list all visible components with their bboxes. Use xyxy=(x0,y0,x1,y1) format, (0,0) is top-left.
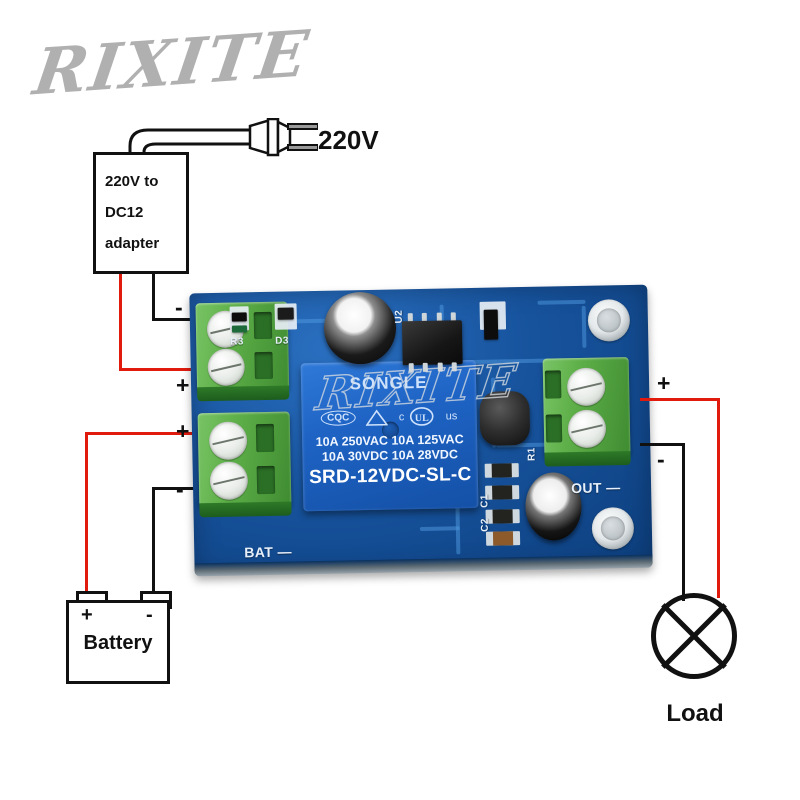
relay-module-photo: SONGLE CQC c UL us 10A 250VAC 10A 125VA xyxy=(183,279,659,585)
pcb-trace xyxy=(537,299,586,305)
brand-watermark: RIXITE xyxy=(28,16,315,111)
battery-label: Battery xyxy=(83,632,153,654)
output-negative-sign: - xyxy=(657,446,665,472)
wire-battery-negative-horizontal xyxy=(152,487,210,490)
adapter-line-2: DC12 xyxy=(105,204,144,222)
battery-terminal-wire-slot xyxy=(256,465,276,495)
adapter-line-3: adapter xyxy=(105,235,160,253)
output-terminal-wire-slot xyxy=(544,370,562,399)
mounting-hole-bottom-right xyxy=(591,506,635,550)
relay-rating-line-2: 10A 30VDC 10A 28VDC xyxy=(321,447,459,464)
wire-load-positive-vertical xyxy=(717,398,720,598)
load-label: Load xyxy=(666,700,724,727)
output-positive-sign: + xyxy=(657,370,671,396)
wire-adapter-negative-vertical xyxy=(152,274,155,320)
input-terminal-screw-positive[interactable] xyxy=(207,348,246,387)
relay-component: SONGLE CQC c UL us 10A 250VAC 10A 125VA xyxy=(300,359,479,512)
output-terminal-wire-slot xyxy=(545,414,563,443)
wire-battery-negative-vertical xyxy=(152,487,155,604)
battery-terminal-screw-positive[interactable] xyxy=(208,421,248,461)
input-negative-sign: - xyxy=(175,294,183,320)
battery-terminal-block[interactable] xyxy=(197,411,292,518)
input-terminal-wire-slot xyxy=(254,351,273,380)
mains-voltage-label: 220V xyxy=(318,125,379,155)
relay-part-number: SRD-12VDC-SL-C xyxy=(308,464,472,489)
battery-body xyxy=(66,600,170,684)
silkscreen-r1: R1 xyxy=(526,447,538,461)
wire-load-negative-horizontal xyxy=(640,443,685,446)
wire-adapter-positive-vertical xyxy=(119,274,122,370)
transistor-component xyxy=(483,309,499,340)
ac-power-plug-icon xyxy=(128,118,318,184)
output-terminal-screw-positive[interactable] xyxy=(566,367,606,407)
output-terminal-screw-negative[interactable] xyxy=(567,409,607,449)
wire-load-positive-horizontal xyxy=(640,398,720,401)
ul-mark-suffix: us xyxy=(445,409,458,423)
mounting-hole-top-right xyxy=(587,298,631,342)
input-terminal-skirt xyxy=(197,385,290,402)
lamp-icon xyxy=(651,593,737,679)
battery-terminal-skirt xyxy=(199,501,292,518)
wire-load-negative-vertical xyxy=(682,443,685,601)
battery-terminal-wire-slot xyxy=(255,423,275,453)
d3-component xyxy=(277,307,294,320)
input-terminal-wire-slot xyxy=(253,311,273,340)
output-terminal-skirt xyxy=(544,450,631,467)
battery-terminal-screw-negative[interactable] xyxy=(209,461,249,501)
r3-component-b xyxy=(231,325,248,333)
battery-minus-sign: - xyxy=(146,604,153,626)
silkscreen-u2: U2 xyxy=(393,309,405,324)
silkscreen-d3: D3 xyxy=(275,335,289,347)
pcb-trace xyxy=(581,305,587,348)
triangle-mark xyxy=(365,409,389,426)
relay-certification-marks: CQC c UL us xyxy=(302,406,477,428)
r3-component xyxy=(231,312,247,322)
pcb-substrate: SONGLE CQC c UL us 10A 250VAC 10A 125VA xyxy=(189,284,653,576)
wire-adapter-negative-horizontal xyxy=(152,318,210,321)
relay-ratings: 10A 250VAC 10A 125VAC 10A 30VDC 10A 28VD… xyxy=(302,432,478,465)
battery-terminal-positive-sign: + xyxy=(176,418,190,444)
r1-resistor xyxy=(484,463,519,478)
ac-dc-adapter-box: 220V to DC12 adapter xyxy=(93,152,189,274)
ul-mark: UL xyxy=(410,407,434,426)
pcb-trace xyxy=(419,526,460,532)
wire-battery-positive-horizontal xyxy=(85,432,208,435)
silkscreen-c1: C1 xyxy=(479,494,491,508)
adapter-line-1: 220V to xyxy=(105,173,159,191)
silkscreen-r3: R3 xyxy=(230,336,244,348)
battery-plus-sign: + xyxy=(81,604,93,626)
c2-component xyxy=(485,531,521,546)
wire-battery-positive-vertical xyxy=(85,432,88,604)
silkscreen-bat: BAT — xyxy=(244,543,293,561)
electrolytic-capacitor-large xyxy=(323,291,397,365)
silkscreen-out: OUT — xyxy=(570,479,621,497)
wire-adapter-positive-horizontal xyxy=(119,368,207,371)
svg-text:UL: UL xyxy=(415,413,429,424)
silkscreen-c2: C2 xyxy=(479,518,491,532)
output-terminal-block[interactable] xyxy=(542,357,631,467)
battery-terminal-negative-sign: - xyxy=(176,476,184,502)
input-positive-sign: + xyxy=(176,372,190,398)
